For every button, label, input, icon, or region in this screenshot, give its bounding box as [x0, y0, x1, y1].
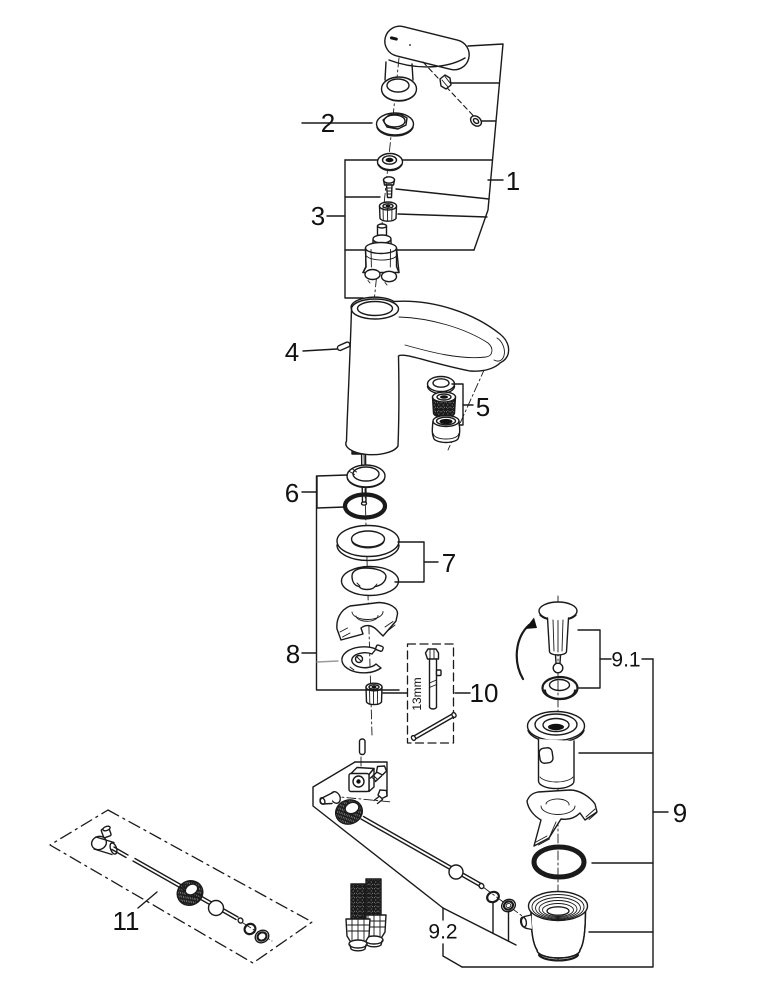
callout-4: 4 — [285, 337, 299, 367]
base-ring — [346, 464, 386, 489]
aerator-washer — [426, 375, 456, 395]
part-8-bracket — [301, 475, 408, 694]
set-screw-upper — [369, 765, 388, 783]
part-10-tool-box — [406, 643, 471, 744]
drain-flange — [526, 710, 654, 790]
callout-labels: 1 2 3 4 5 6 7 8 9 9.1 9.2 10 11 13mm — [113, 108, 688, 944]
spare-rod — [111, 846, 273, 944]
cartridge-ring — [376, 152, 404, 172]
pin-tool — [410, 711, 457, 742]
cartridge-cap-nut — [378, 201, 398, 222]
callout-10: 10 — [470, 678, 499, 708]
cone-seat — [319, 791, 342, 805]
hose-end-fittings — [345, 878, 387, 952]
callout-9-1: 9.1 — [611, 649, 640, 672]
retaining-ring — [340, 565, 400, 597]
part-9-1-bracket — [577, 629, 654, 689]
pop-up-rod — [360, 815, 485, 890]
part-4-faucet-body — [302, 296, 510, 506]
drain-o-ring — [531, 844, 587, 880]
drain-lower-body — [519, 890, 654, 962]
knurled-nut — [334, 799, 364, 825]
part-7-washer-group — [336, 524, 439, 597]
part-9-2-outline — [312, 761, 517, 946]
set-screw-lower — [373, 789, 388, 805]
part-3-cartridge-group — [326, 152, 404, 299]
part-11-leader — [137, 891, 158, 909]
tool-size-label: 13mm — [410, 677, 424, 710]
part-6-seal-group — [301, 464, 388, 520]
handle-screw-and-cap — [422, 61, 483, 127]
part-9-1-plug-group — [515, 601, 654, 701]
axis-centerlines — [329, 57, 559, 961]
part-9-drain-group — [461, 658, 669, 968]
hose-end-left — [345, 883, 371, 952]
callout-9-2: 9.2 — [428, 921, 457, 944]
part-9-2-bracket — [442, 902, 510, 968]
callout-6: 6 — [285, 478, 299, 508]
part-11-box-outline — [49, 809, 313, 964]
callout-5: 5 — [476, 392, 490, 422]
callout-1: 1 — [506, 166, 520, 196]
part-5-bracket — [451, 383, 474, 426]
base-o-ring — [342, 492, 388, 520]
body-pin — [336, 341, 351, 352]
part-11-rod-kit — [49, 809, 313, 964]
part-5-aerator-group — [426, 375, 474, 444]
part-8-mounting-group — [301, 475, 408, 706]
pivot-pin — [358, 738, 366, 756]
wedge-gasket — [526, 789, 598, 847]
rotation-arrow — [515, 617, 537, 681]
plug-cap — [538, 601, 578, 676]
cartridge-screw — [382, 176, 396, 199]
part-6-bracket — [301, 474, 348, 509]
rod-seal-ring — [500, 898, 517, 913]
socket-tool — [424, 648, 442, 710]
callout-8: 8 — [286, 639, 300, 669]
part-9-bracket — [461, 658, 669, 968]
mounting-washer — [336, 524, 400, 562]
pivot-block — [348, 766, 375, 793]
handle-lever — [384, 25, 470, 81]
rod-o-ring — [486, 890, 500, 904]
horseshoe-clamp — [341, 644, 384, 674]
aerator-housing — [431, 414, 461, 444]
part-1-handle-assembly — [344, 25, 504, 251]
part-3-bracket — [326, 159, 381, 299]
part-9-2-rod-group — [312, 738, 517, 968]
cartridge — [362, 223, 400, 286]
mounting-nut — [365, 682, 383, 706]
part-2-escutcheon-ring — [301, 112, 415, 137]
aerator-insert — [431, 391, 457, 419]
part-1-bracket — [344, 43, 504, 251]
callout-9: 9 — [673, 798, 687, 828]
callout-3: 3 — [311, 201, 325, 231]
callout-2: 2 — [321, 108, 335, 138]
mounting-wedge — [336, 601, 399, 641]
plug-o-ring — [541, 675, 579, 701]
tool-box-outline — [406, 643, 455, 744]
handle-dome-ring — [380, 76, 418, 102]
callout-11: 11 — [113, 906, 140, 936]
part-7-bracket — [394, 541, 439, 583]
callout-7: 7 — [442, 548, 456, 578]
drain-window — [538, 747, 554, 764]
drain-side-port — [519, 914, 533, 931]
part-4-leader — [302, 348, 338, 352]
